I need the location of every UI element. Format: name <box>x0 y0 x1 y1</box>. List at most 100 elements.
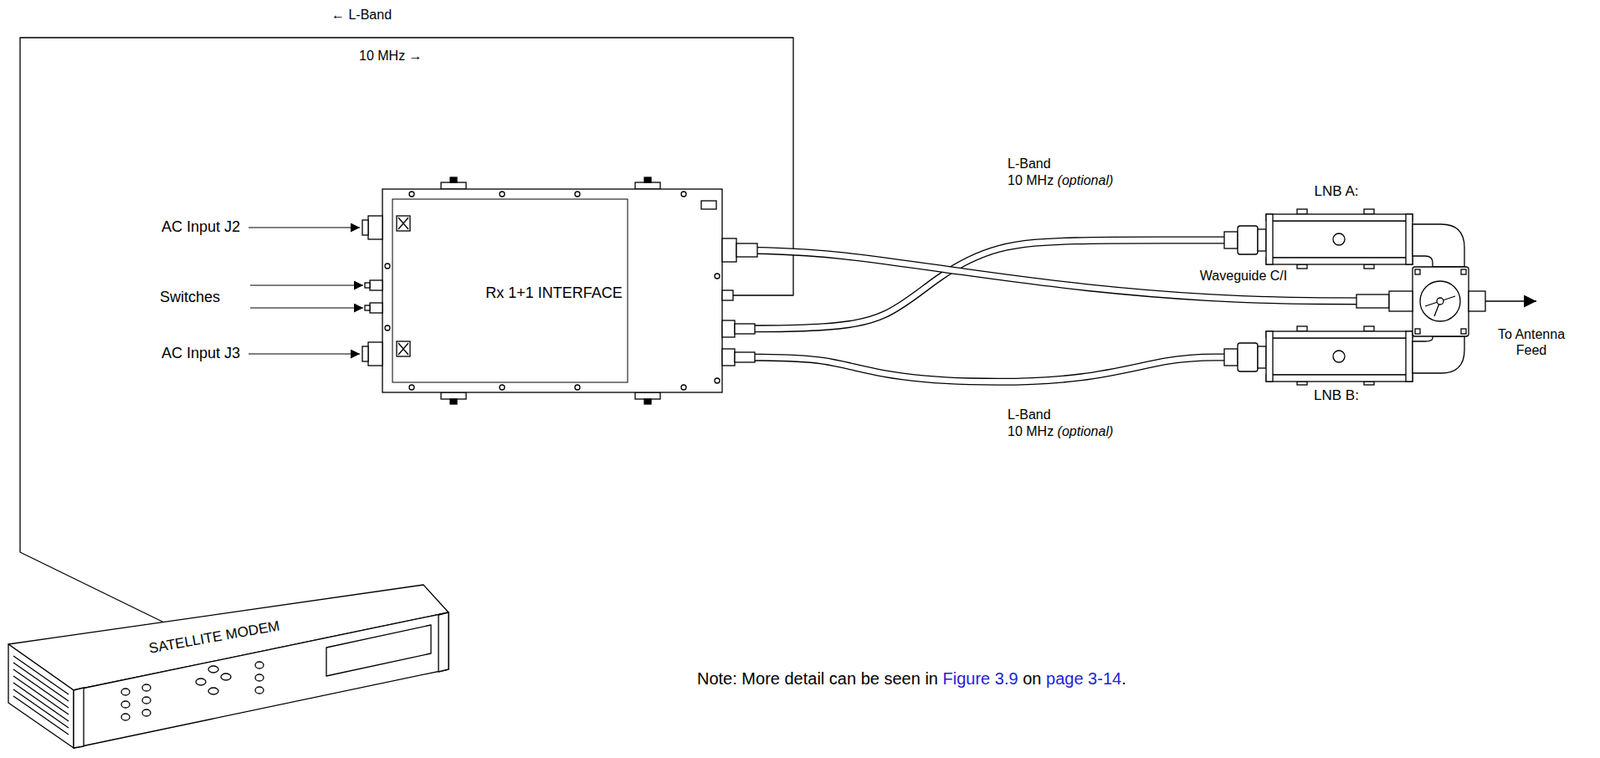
modem-button <box>121 713 130 721</box>
modem-button <box>142 684 151 692</box>
tab-block <box>450 399 457 405</box>
note-link: page 3-14 <box>1046 668 1122 689</box>
leader-arrows <box>248 227 364 354</box>
waveguide-switch: Waveguide C/I <box>1412 266 1469 337</box>
switch-corner <box>1415 328 1421 334</box>
interface-housing <box>382 189 723 393</box>
leader-arrow <box>248 226 360 228</box>
modem-button <box>255 687 264 694</box>
cable-connector <box>1356 294 1390 308</box>
note-text: . <box>1121 668 1127 689</box>
lnb-label: LNB A: <box>1312 183 1362 200</box>
lnb-port <box>1333 233 1345 246</box>
note-link: Figure 3.9 <box>943 668 1019 689</box>
cable-connector <box>722 238 737 262</box>
note-text: on <box>1022 668 1042 689</box>
mounting-tab <box>635 392 661 400</box>
toggle-lever <box>364 282 370 288</box>
screw <box>681 384 687 390</box>
waveguide-illustration <box>1356 224 1537 374</box>
cable-connector <box>734 323 755 334</box>
modem-display <box>326 625 431 677</box>
mounting-tab <box>441 392 467 400</box>
label-part: (optional) <box>1057 424 1114 439</box>
modem-button <box>121 701 130 708</box>
cable-connector <box>722 290 734 301</box>
ac-connector <box>368 215 383 240</box>
vent-slots <box>13 656 69 735</box>
f-connector <box>1224 348 1238 366</box>
screw <box>409 384 415 390</box>
lnb-bump <box>1297 209 1308 215</box>
cable-connector <box>736 243 758 257</box>
lnb-bump <box>1364 264 1375 269</box>
leader-arrow <box>250 284 364 286</box>
modem-label: SATELLITE MODEM <box>144 617 283 659</box>
lnb-unit: LNB B: <box>1224 331 1413 384</box>
antenna-arrow <box>1485 300 1537 303</box>
waveguide-elbow <box>1412 336 1465 374</box>
lnb-port <box>1333 350 1345 363</box>
cable-connector <box>734 352 755 363</box>
lnb-plate <box>1266 214 1413 221</box>
leader-arrow <box>248 353 360 354</box>
f-connector <box>1257 229 1267 252</box>
connector-label: AC Input J3 <box>161 344 241 364</box>
interface-box: Rx 1+1 INTERFACE <box>382 189 723 393</box>
f-connector <box>1237 225 1258 255</box>
interface-title: Rx 1+1 INTERFACE <box>482 284 626 303</box>
ac-connector <box>362 346 369 362</box>
modem-button <box>208 687 219 695</box>
lnb-flange <box>1405 331 1413 382</box>
rack-ear <box>438 612 449 672</box>
waveguide-switch <box>1412 266 1469 337</box>
screw <box>384 263 390 269</box>
switch-corner <box>1461 269 1467 275</box>
f-connector <box>1224 231 1238 249</box>
lnb-b-illustration <box>1224 326 1413 385</box>
cable-connector <box>1389 291 1413 312</box>
cable-core <box>722 250 1413 302</box>
rotor-hub <box>1436 297 1444 305</box>
lnb-a-illustration <box>1224 209 1413 269</box>
signal-direction: ← L-Band <box>331 6 392 23</box>
screw <box>714 378 720 384</box>
signal-direction: 10 MHz → <box>358 47 423 64</box>
modem-button <box>195 678 206 686</box>
lnb-plate <box>1266 374 1413 382</box>
modem-button <box>255 661 264 669</box>
interface-illustration <box>362 177 758 405</box>
switch-label: Waveguide C/I <box>1197 267 1290 284</box>
lnb-bump <box>1364 326 1375 332</box>
switch-corner <box>1461 328 1467 334</box>
lnb-label: LNB B: <box>1311 387 1362 405</box>
lnb-body <box>1271 220 1408 258</box>
symbol-mark <box>398 343 409 355</box>
cable-core <box>722 357 1225 382</box>
leader-arrow <box>250 307 364 308</box>
rack-ear <box>73 687 84 749</box>
cable-connector <box>722 348 735 366</box>
lnb-bump <box>1297 264 1308 269</box>
note-text: Note: More detail can be seen in <box>697 668 939 689</box>
connector-label: AC Input J2 <box>161 218 241 237</box>
id-plate <box>701 200 717 210</box>
symbol-plate <box>396 341 411 357</box>
tab-block <box>644 399 652 405</box>
waveguide-elbow <box>1412 224 1465 267</box>
tab-block <box>644 177 652 183</box>
cable-connector <box>722 320 735 338</box>
mounting-tab <box>635 182 661 190</box>
lnb-bump <box>1364 209 1375 215</box>
satellite-modem: SATELLITE MODEM <box>5 581 457 754</box>
lnb-plate <box>1266 257 1413 265</box>
label-part: L-Band <box>1007 407 1052 422</box>
connector-group <box>722 357 1225 382</box>
symbol-mark <box>398 217 409 230</box>
label-part: (optional) <box>1057 173 1114 188</box>
modem-front-face <box>73 612 449 749</box>
connector-group <box>20 37 794 623</box>
screw <box>499 191 505 197</box>
